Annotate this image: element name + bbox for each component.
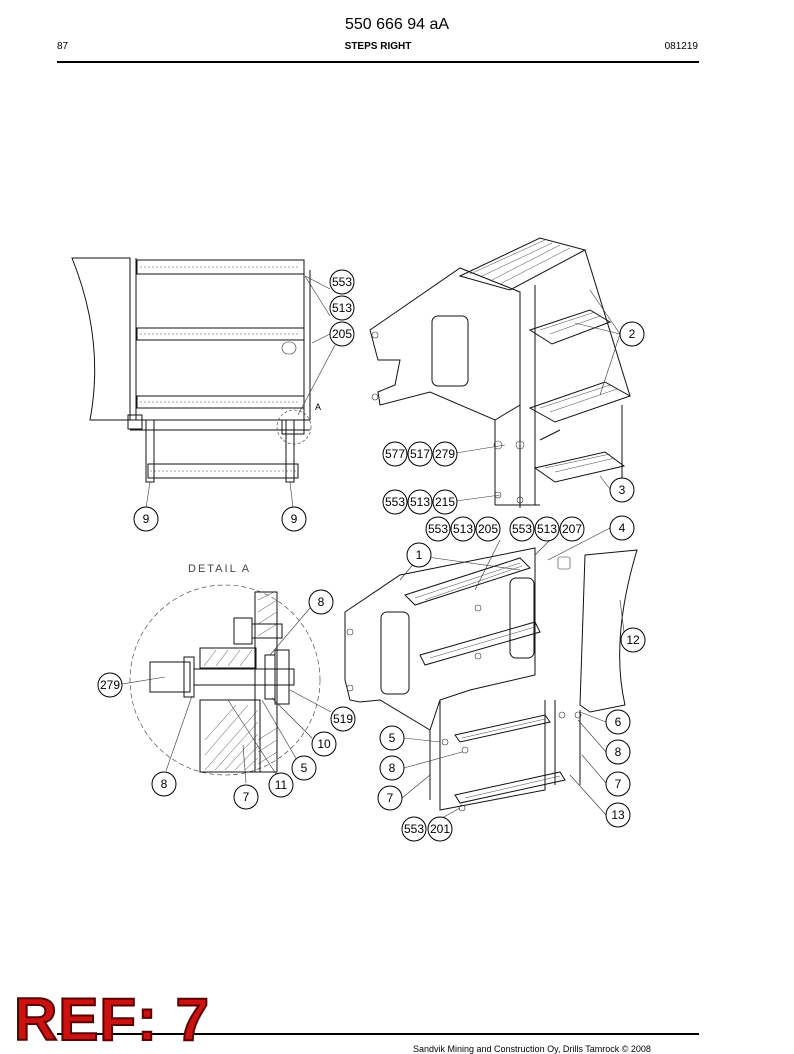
svg-text:205: 205 <box>478 522 498 536</box>
detail-a: DETAIL A <box>121 563 332 784</box>
svg-text:4: 4 <box>619 521 626 535</box>
ref-stamp: REF: 7 <box>13 986 211 1053</box>
callout-553: 553 <box>425 516 451 542</box>
callout-513: 513 <box>450 516 476 542</box>
callout-513: 513 <box>534 516 560 542</box>
callout-205: 205 <box>329 321 355 347</box>
svg-text:519: 519 <box>333 712 353 726</box>
svg-text:8: 8 <box>318 595 325 609</box>
callout-11: 11 <box>268 772 294 798</box>
svg-text:1: 1 <box>416 548 423 562</box>
callout-513: 513 <box>407 489 433 515</box>
svg-text:517: 517 <box>410 447 430 461</box>
svg-text:11: 11 <box>275 778 288 792</box>
svg-text:513: 513 <box>410 495 430 509</box>
footer-copyright: Sandvik Mining and Construction Oy, Dril… <box>413 1044 651 1054</box>
svg-text:513: 513 <box>332 301 352 315</box>
callout-207: 207 <box>559 516 585 542</box>
svg-text:513: 513 <box>453 522 473 536</box>
callout-215: 215 <box>432 489 458 515</box>
callout-9: 9 <box>133 506 159 532</box>
callout-2: 2 <box>619 321 645 347</box>
callout-8: 8 <box>151 771 177 797</box>
detail-label: DETAIL A <box>188 563 251 575</box>
svg-text:553: 553 <box>428 522 448 536</box>
svg-text:8: 8 <box>161 777 168 791</box>
callout-4: 4 <box>609 515 635 541</box>
callout-5: 5 <box>379 725 405 751</box>
callout-553: 553 <box>401 816 427 842</box>
callout-10: 10 <box>311 731 337 757</box>
svg-text:201: 201 <box>430 822 450 836</box>
callout-7: 7 <box>233 784 259 810</box>
date-code: 081219 <box>664 41 698 52</box>
callout-553: 553 <box>509 516 535 542</box>
svg-text:553: 553 <box>512 522 532 536</box>
svg-text:6: 6 <box>615 715 622 729</box>
svg-text:7: 7 <box>243 790 250 804</box>
detail-marker: A <box>315 402 321 412</box>
callout-7: 7 <box>605 771 631 797</box>
callout-5: 5 <box>291 755 317 781</box>
svg-text:8: 8 <box>615 745 622 759</box>
svg-text:5: 5 <box>301 761 308 775</box>
svg-text:3: 3 <box>619 483 626 497</box>
callout-8: 8 <box>605 739 631 765</box>
svg-text:205: 205 <box>332 327 352 341</box>
svg-text:9: 9 <box>143 512 150 526</box>
svg-text:553: 553 <box>385 495 405 509</box>
section-title: STEPS RIGHT <box>344 41 412 52</box>
callout-8: 8 <box>308 589 334 615</box>
callout-13: 13 <box>605 802 631 828</box>
callout-1: 1 <box>406 542 432 568</box>
callout-8: 8 <box>379 755 405 781</box>
callout-553: 553 <box>382 489 408 515</box>
svg-text:2: 2 <box>629 327 636 341</box>
callout-7: 7 <box>377 785 403 811</box>
callout-577: 577 <box>382 441 408 467</box>
svg-text:577: 577 <box>385 447 405 461</box>
svg-text:10: 10 <box>317 737 331 751</box>
callout-205: 205 <box>475 516 501 542</box>
page-number: 87 <box>57 41 69 52</box>
svg-text:7: 7 <box>387 791 394 805</box>
svg-text:13: 13 <box>611 808 625 822</box>
header-rule <box>57 61 699 63</box>
callout-6: 6 <box>605 709 631 735</box>
svg-text:553: 553 <box>332 275 352 289</box>
exploded-view <box>344 527 638 819</box>
footer-rule <box>57 1033 699 1035</box>
callout-517: 517 <box>407 441 433 467</box>
svg-text:7: 7 <box>615 777 622 791</box>
callout-12: 12 <box>620 627 646 653</box>
svg-text:12: 12 <box>626 633 640 647</box>
svg-text:8: 8 <box>389 761 396 775</box>
callout-3: 3 <box>609 477 635 503</box>
callout-513: 513 <box>329 295 355 321</box>
front-view-steps: A <box>71 257 336 509</box>
isometric-view-steps <box>369 237 632 508</box>
svg-text:9: 9 <box>291 512 298 526</box>
callout-553: 553 <box>329 269 355 295</box>
svg-text:513: 513 <box>537 522 557 536</box>
svg-text:279: 279 <box>435 447 455 461</box>
document-number: 550 666 94 aA <box>344 16 450 33</box>
callout-9: 9 <box>281 506 307 532</box>
svg-text:207: 207 <box>562 522 582 536</box>
svg-text:279: 279 <box>100 678 120 692</box>
svg-text:5: 5 <box>389 731 396 745</box>
callout-279: 279 <box>97 672 123 698</box>
svg-text:215: 215 <box>435 495 455 509</box>
callout-519: 519 <box>330 706 356 732</box>
svg-text:553: 553 <box>404 822 424 836</box>
callout-201: 201 <box>427 816 453 842</box>
callout-279: 279 <box>432 441 458 467</box>
